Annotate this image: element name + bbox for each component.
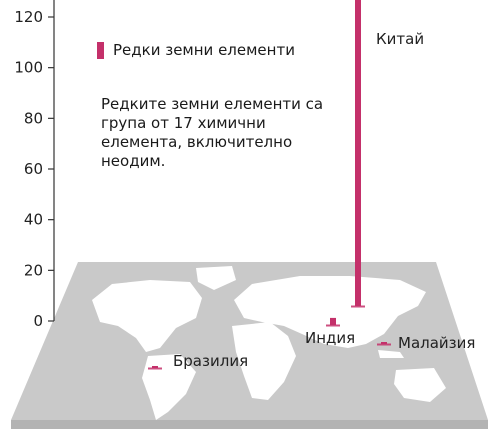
bar-base: [326, 324, 340, 327]
bar-2: [381, 342, 387, 344]
bar-0: [355, 0, 361, 306]
legend-swatch: [97, 41, 104, 59]
category-label: Индия: [305, 329, 355, 347]
bar-1: [330, 317, 336, 325]
category-label: Малайзия: [398, 334, 475, 352]
bar-3: [152, 366, 158, 368]
category-label: Китай: [376, 30, 424, 48]
y-tick-label: 20: [24, 261, 43, 279]
bar-base: [377, 343, 391, 346]
legend: Редки земни елементи: [97, 41, 295, 59]
bar-base: [351, 305, 365, 308]
world-map: [11, 262, 488, 429]
category-label: Бразилия: [173, 352, 248, 370]
bars: [148, 0, 391, 370]
y-tick-label: 80: [24, 109, 43, 127]
bar-base: [148, 367, 162, 370]
y-tick-label: 120: [14, 8, 43, 26]
chart-note: Редките земни елементи са група от 17 хи…: [101, 95, 324, 170]
y-tick-label: 0: [33, 312, 43, 330]
legend-label: Редки земни елементи: [113, 41, 295, 59]
y-tick-label: 100: [14, 59, 43, 77]
y-axis: 0 20 40 60 80 100 120: [14, 0, 55, 330]
y-tick-label: 60: [24, 160, 43, 178]
y-tick-label: 40: [24, 211, 43, 229]
